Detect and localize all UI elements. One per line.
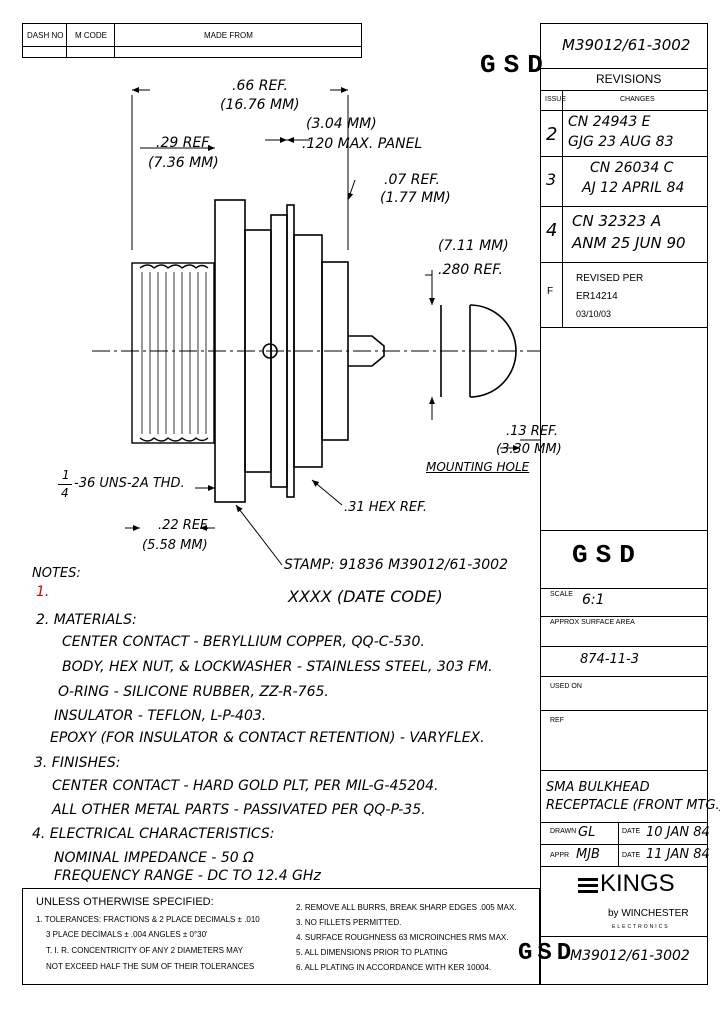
tolerance-line: 3 PLACE DECIMALS ± .004 ANGLES ± 0°30' (46, 930, 208, 939)
rev-line: CN 26034 C (590, 160, 674, 176)
notes-title: NOTES: (32, 566, 81, 581)
company-name: KINGS (600, 870, 675, 897)
ref-number: 874-11-3 (580, 652, 640, 667)
rev-issue: F (547, 286, 554, 297)
rev-line: 03/10/03 (576, 309, 612, 319)
drawing-title-line2: RECEPTACLE (FRONT MTG.) (546, 798, 720, 813)
used-on-label: USED ON (550, 683, 582, 690)
tolerance-line: T. I. R. CONCENTRICITY OF ANY 2 DIAMETER… (46, 946, 243, 955)
ref-label: REF (550, 717, 564, 724)
rev-issue: 4 (546, 220, 558, 241)
gsd-logo-mid: GSD (572, 540, 643, 570)
threaded-body (131, 262, 215, 444)
tolerance-block (22, 888, 540, 985)
kings-logo-mark (578, 876, 598, 898)
material-line: CENTER CONTACT - BERYLLIUM COPPER, QQ-C-… (62, 634, 425, 650)
company-sub-2: ELECTRONICS (612, 924, 670, 930)
title-block (540, 23, 708, 985)
dim-panel-mm: (3.04 MM) (306, 116, 377, 132)
rev-line: GJG 23 AUG 83 (568, 134, 674, 150)
rev-line: ANM 25 JUN 90 (572, 234, 686, 252)
rev-line: REVISED PER (576, 273, 644, 284)
dim-13: .13 REF. (506, 424, 558, 439)
scale-label: SCALE (550, 591, 573, 598)
scale-value: 6:1 (582, 592, 605, 608)
dimension-lines (125, 87, 540, 566)
gsd-logo-bottom: GSD (518, 940, 577, 967)
stamp-text: STAMP: 91836 M39012/61-3002 (284, 557, 508, 573)
date-label: DATE (622, 852, 641, 859)
material-line: INSULATOR - TEFLON, L-P-403. (54, 708, 267, 724)
approx-surface-label: APPROX SURFACE AREA (550, 619, 635, 626)
header-table (22, 23, 362, 58)
flange (214, 199, 349, 503)
changes-col-header: CHANGES (620, 96, 655, 103)
rev-line: CN 24943 E (568, 114, 651, 130)
made-from-label: MADE FROM (204, 31, 253, 40)
dim-hex: .31 HEX REF. (344, 500, 428, 515)
dim-29: .29 REF. (156, 135, 212, 151)
drawn-date: 10 JAN 84 (646, 825, 710, 840)
mounting-hole-shape (440, 304, 517, 398)
electrical-line: NOMINAL IMPEDANCE - 50 Ω (54, 850, 254, 866)
dash-no-label: DASH NO (27, 31, 64, 40)
materials-title: 2. MATERIALS: (36, 612, 137, 628)
dim-22-mm: (5.58 MM) (142, 538, 208, 553)
tolerance-line: NOT EXCEED HALF THE SUM OF THEIR TOLERAN… (46, 962, 255, 971)
dim-overall: .66 REF. (232, 78, 288, 94)
tolerance-line: 1. TOLERANCES: FRACTIONS & 2 PLACE DECIM… (36, 915, 260, 924)
dim-07-mm: (1.77 MM) (380, 190, 451, 206)
drawn-label: DRAWN (550, 828, 577, 835)
rev-line: CN 32323 A (572, 212, 662, 230)
thread-fraction-den: 4 (61, 486, 69, 500)
spec-line: 4. SURFACE ROUGHNESS 63 MICROINCHES RMS … (296, 933, 509, 942)
material-line: BODY, HEX NUT, & LOCKWASHER - STAINLESS … (62, 659, 493, 675)
drawing-title-line1: SMA BULKHEAD (546, 780, 650, 795)
date-label: DATE (622, 828, 641, 835)
rev-issue: 2 (546, 124, 558, 145)
issue-col-header: ISSUE (545, 96, 567, 103)
rev-line: AJ 12 APRIL 84 (582, 180, 685, 196)
m-code-label: M CODE (75, 31, 107, 40)
appr-value: MJB (576, 847, 600, 862)
center-pin (348, 335, 385, 367)
part-number-top: M39012/61-3002 (562, 36, 691, 54)
dim-hole-mm: (7.11 MM) (438, 238, 509, 254)
part-number-bottom: M39012/61-3002 (570, 948, 690, 964)
dim-panel: .120 MAX. PANEL (302, 136, 423, 152)
date-code: XXXX (DATE CODE) (288, 587, 443, 606)
finishes-title: 3. FINISHES: (34, 755, 121, 771)
material-line: EPOXY (FOR INSULATOR & CONTACT RETENTION… (50, 730, 485, 746)
revisions-title: REVISIONS (596, 72, 662, 86)
company-sub: by WINCHESTER (608, 908, 689, 919)
drawn-value: GL (578, 825, 596, 840)
finish-line: ALL OTHER METAL PARTS - PASSIVATED PER Q… (52, 802, 426, 818)
mounting-hole-label: MOUNTING HOLE (426, 460, 530, 474)
dim-hole: .280 REF. (438, 262, 503, 278)
rev-line: ER14214 (576, 291, 618, 302)
spec-line: 5. ALL DIMENSIONS PRIOR TO PLATING (296, 948, 448, 957)
thread-callout: -36 UNS-2A THD. (74, 476, 185, 491)
spec-line: 2. REMOVE ALL BURRS, BREAK SHARP EDGES .… (296, 903, 517, 912)
dim-22: .22 REF. (158, 518, 210, 533)
dim-29-mm: (7.36 MM) (148, 155, 219, 171)
finish-line: CENTER CONTACT - HARD GOLD PLT, PER MIL-… (52, 778, 439, 794)
note-1: 1. (36, 584, 50, 600)
material-line: O-RING - SILICONE RUBBER, ZZ-R-765. (58, 684, 329, 700)
rev-issue: 3 (546, 170, 557, 189)
electrical-line: FREQUENCY RANGE - DC TO 12.4 GHz (54, 868, 321, 884)
gsd-logo-top: GSD (480, 50, 551, 80)
specified-title: UNLESS OTHERWISE SPECIFIED: (36, 896, 214, 908)
thread-fraction-num: 1 (62, 468, 70, 482)
appr-date: 11 JAN 84 (646, 847, 710, 862)
dim-07: .07 REF. (384, 172, 440, 188)
thread-hatch (141, 272, 207, 434)
dim-13-mm: (3.30 MM) (496, 442, 562, 457)
appr-label: APPR (550, 852, 570, 859)
spec-line: 3. NO FILLETS PERMITTED. (296, 918, 402, 927)
dim-overall-mm: (16.76 MM) (220, 97, 300, 113)
electrical-title: 4. ELECTRICAL CHARACTERISTICS: (32, 826, 275, 842)
spec-line: 6. ALL PLATING IN ACCORDANCE WITH KER 10… (296, 963, 492, 972)
